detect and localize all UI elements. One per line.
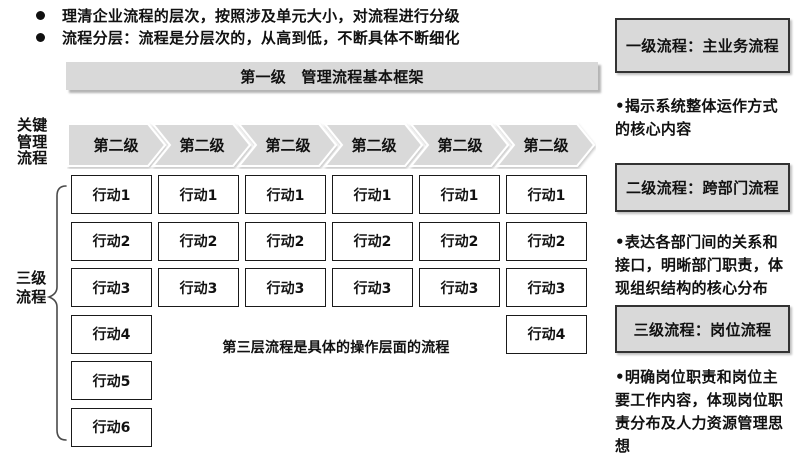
level2-arrow-label: 第二级 xyxy=(437,137,483,155)
level2-arrow xyxy=(408,123,510,167)
level2-arrow xyxy=(322,123,424,167)
action-box: 行动2 xyxy=(245,221,326,261)
action-box: 行动3 xyxy=(419,268,500,307)
action-box: 行动1 xyxy=(245,175,326,214)
grid-column-5: 行动1 行动2 行动3 xyxy=(419,175,500,307)
key-process-label: 关键 管理 流程 xyxy=(17,116,48,167)
action-box: 行动5 xyxy=(71,361,152,400)
level2-arrow xyxy=(494,123,596,167)
curly-brace-icon xyxy=(46,185,67,441)
level3-process-label: 三级 流程 xyxy=(16,269,47,306)
action-box: 行动3 xyxy=(506,268,587,307)
level2-arrow-row: 第二级 第二级 第二级 第二级 第二级 第二级 xyxy=(67,123,596,167)
level2-arrow xyxy=(150,123,252,167)
action-box: 行动1 xyxy=(419,175,500,214)
action-box: 行动2 xyxy=(419,221,500,261)
sidebar-title-level1: 一级流程：主业务流程 xyxy=(615,18,790,73)
sidebar-desc-level2: •表达各部门间的关系和接口，明晰部门职责，体现组织结构的核心分布 xyxy=(615,233,784,297)
grid-column-6: 行动1 行动2 行动3 行动4 xyxy=(506,175,587,354)
level2-arrow xyxy=(67,123,167,167)
level2-arrow-label: 第二级 xyxy=(265,137,311,155)
action-box: 行动4 xyxy=(71,314,152,354)
action-box: 行动1 xyxy=(158,175,239,214)
level2-arrow-label: 第二级 xyxy=(93,137,139,155)
action-box: 行动3 xyxy=(158,268,239,307)
bullet-list: 理清企业流程的层次，按照涉及单元大小，对流程进行分级 流程分层：流程是分层次的，… xyxy=(36,6,460,50)
bullet-item: 理清企业流程的层次，按照涉及单元大小，对流程进行分级 xyxy=(36,6,460,28)
action-box: 行动1 xyxy=(71,175,152,214)
action-box: 行动2 xyxy=(506,221,587,261)
level2-arrow xyxy=(236,123,338,167)
action-box: 行动2 xyxy=(158,221,239,261)
grid-column-4: 行动1 行动2 行动3 xyxy=(332,175,413,307)
level2-arrow-label: 第二级 xyxy=(523,137,569,155)
bullet-icon xyxy=(36,33,45,42)
sidebar-title-level2: 二级流程：跨部门流程 xyxy=(615,163,790,212)
action-box: 行动3 xyxy=(245,268,326,307)
action-box: 行动3 xyxy=(71,268,152,307)
action-box: 行动1 xyxy=(332,175,413,214)
bullet-icon xyxy=(36,11,45,20)
action-box: 行动3 xyxy=(332,268,413,307)
level1-framework-bar: 第一级 管理流程基本框架 xyxy=(66,62,598,90)
level2-arrow-label: 第二级 xyxy=(179,137,225,155)
sidebar-title-level3: 三级流程：岗位流程 xyxy=(615,305,790,353)
action-box: 行动2 xyxy=(332,221,413,261)
grid-column-3: 行动1 行动2 行动3 xyxy=(245,175,326,307)
bullet-item: 流程分层：流程是分层次的，从高到低，不断具体不断细化 xyxy=(36,28,460,50)
bullet-text: 理清企业流程的层次，按照涉及单元大小，对流程进行分级 xyxy=(62,7,460,25)
bullet-text: 流程分层：流程是分层次的，从高到低，不断具体不断细化 xyxy=(62,29,460,47)
sidebar-desc-level1: •揭示系统整体运作方式的核心内容 xyxy=(615,97,778,138)
level2-arrow-label: 第二级 xyxy=(351,137,397,155)
grid-column-2: 行动1 行动2 行动3 xyxy=(158,175,239,307)
action-box: 行动1 xyxy=(506,175,587,214)
level3-note: 第三层流程是具体的操作层面的流程 xyxy=(222,340,450,356)
action-box: 行动4 xyxy=(506,314,587,354)
action-box: 行动6 xyxy=(71,407,152,447)
action-box: 行动2 xyxy=(71,221,152,261)
sidebar-desc-level3: •明确岗位职责和岗位主要工作内容，体现岗位职责分布及人力资源管理思想 xyxy=(615,368,784,455)
grid-column-1: 行动1 行动2 行动3 行动4 行动5 行动6 xyxy=(71,175,152,447)
